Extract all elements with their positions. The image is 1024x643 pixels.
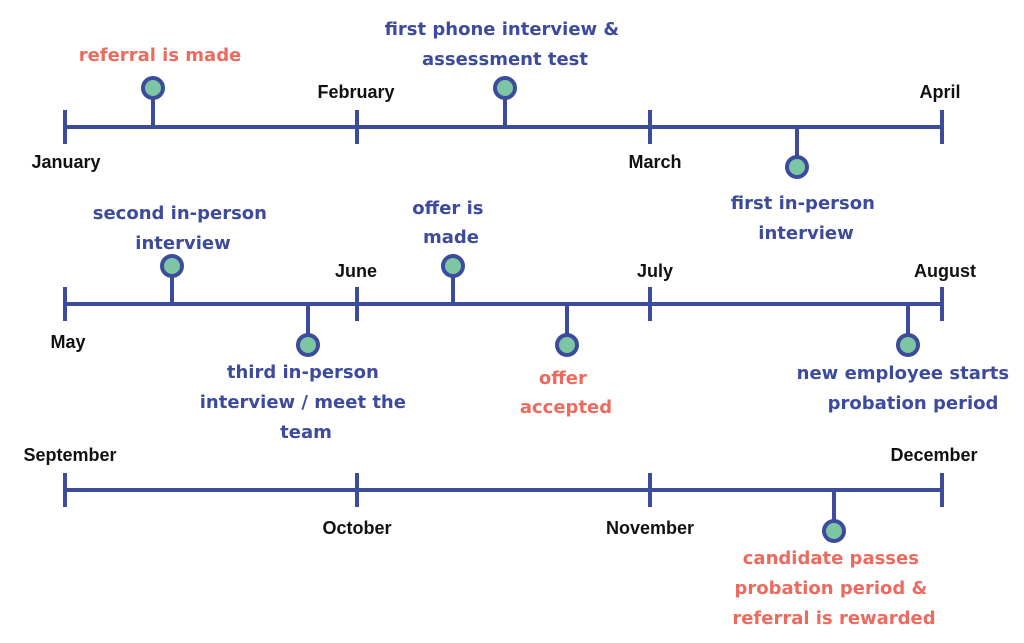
event-label-line: first in-person	[731, 193, 875, 214]
event-marker-icon	[160, 254, 184, 278]
month-label-february: February	[317, 82, 394, 102]
month-label-november: November	[606, 518, 694, 538]
event-label-line: offer	[539, 368, 587, 389]
event-label-line: assessment test	[422, 49, 588, 70]
event-label-line: interview	[135, 233, 230, 254]
event-label-line: new employee starts	[797, 363, 1009, 384]
event-label-line: interview / meet the	[200, 392, 406, 413]
event-label-line: probation period &	[734, 578, 927, 599]
event-label-line: team	[280, 422, 332, 443]
event-label-line: offer is	[412, 198, 483, 219]
event-new-employee-starts: new employee starts probation period	[797, 304, 1016, 414]
month-label-october: October	[322, 518, 391, 538]
event-label-line: made	[423, 227, 479, 248]
event-label-line: interview	[758, 223, 853, 244]
event-label: third in-person interview / meet the tea…	[200, 362, 412, 443]
event-label: new employee starts probation period	[797, 363, 1016, 414]
month-label-april: April	[919, 82, 960, 102]
event-marker-icon	[822, 519, 846, 543]
month-label-july: July	[637, 261, 673, 281]
month-label-december: December	[890, 445, 977, 465]
event-label: candidate passes probation period & refe…	[732, 548, 935, 629]
event-label: offer accepted	[520, 368, 612, 418]
event-label: referral is made	[79, 45, 242, 66]
event-label: offer is made	[412, 198, 489, 248]
event-label: first in-person interview	[731, 193, 881, 244]
month-label-may: May	[50, 332, 85, 352]
event-label: second in-person interview	[93, 203, 274, 254]
month-label-march: March	[628, 152, 681, 172]
event-marker-icon	[785, 155, 809, 179]
event-label: first phone interview & assessment test	[385, 19, 626, 70]
event-label-line: first phone interview &	[385, 19, 620, 40]
event-label-line: accepted	[520, 397, 612, 418]
event-marker-icon	[441, 254, 465, 278]
event-marker-icon	[555, 333, 579, 357]
month-label-august: August	[914, 261, 976, 281]
event-offer-accepted: offer accepted	[520, 304, 612, 418]
month-label-september: September	[23, 445, 116, 465]
event-marker-icon	[296, 333, 320, 357]
event-label-line: referral is rewarded	[732, 608, 935, 629]
event-label-line: second in-person	[93, 203, 267, 224]
event-label-line: candidate passes	[743, 548, 919, 569]
timeline-row-2: May June July August	[50, 261, 976, 352]
event-referral-made: referral is made	[79, 45, 242, 127]
month-label-june: June	[335, 261, 377, 281]
event-marker-icon	[141, 76, 165, 100]
event-marker-icon	[896, 333, 920, 357]
event-label-line: probation period	[828, 393, 999, 414]
event-first-in-person-interview: first in-person interview	[731, 127, 881, 244]
event-marker-icon	[493, 76, 517, 100]
event-first-phone-interview: first phone interview & assessment test	[385, 19, 626, 127]
event-offer-made: offer is made	[412, 198, 489, 304]
event-candidate-passes-probation: candidate passes probation period & refe…	[732, 490, 936, 629]
event-second-in-person-interview: second in-person interview	[93, 203, 274, 304]
event-label-line: referral is made	[79, 45, 242, 66]
month-label-january: January	[31, 152, 100, 172]
timeline-row-3: September October November December	[23, 445, 977, 538]
event-third-in-person-interview: third in-person interview / meet the tea…	[200, 304, 412, 443]
event-label-line: third in-person	[227, 362, 379, 383]
